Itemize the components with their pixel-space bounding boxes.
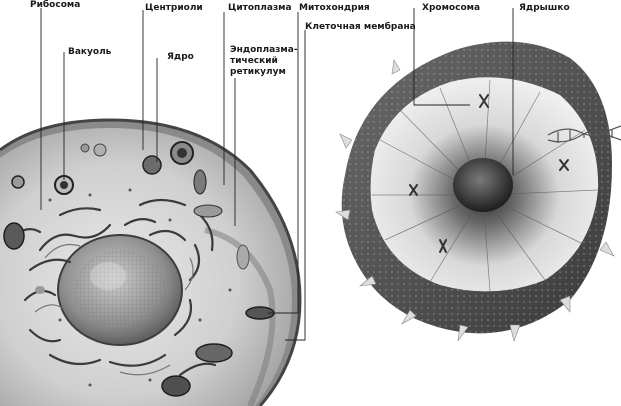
label-chromosome: Хромосома [422, 3, 480, 14]
label-er-line1: Эндоплазма- [230, 45, 298, 56]
label-nucleolus: Ядрышко [519, 3, 570, 14]
nucleolus-shape [453, 158, 513, 212]
label-vacuole: Вакуоль [68, 47, 111, 58]
label-er: Эндоплазма- тический ретикулум [230, 45, 298, 78]
label-membrane: Клеточная мембрана [305, 22, 416, 33]
label-ribosome: Рибосома [30, 0, 80, 11]
nucleus-cutaway [336, 42, 621, 341]
label-er-line2: тический [230, 56, 298, 67]
label-cytoplasm: Цитоплазма [228, 3, 292, 14]
centriole-shape [143, 156, 161, 174]
label-centrioles: Центриоли [145, 3, 203, 14]
label-nucleus: Ядро [167, 52, 194, 63]
label-mitochondria: Митохондрия [299, 3, 370, 14]
animal-cell [0, 120, 300, 406]
label-er-line3: ретикулум [230, 67, 298, 78]
